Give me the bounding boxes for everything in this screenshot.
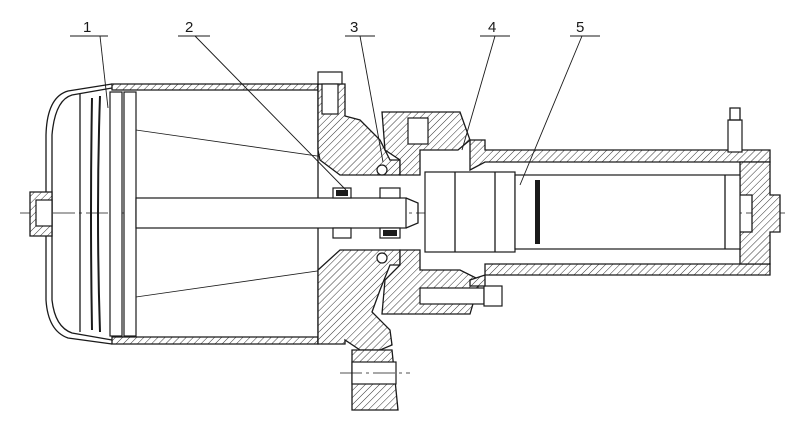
- leader-lines: [70, 35, 600, 191]
- piston-plate: [79, 91, 381, 337]
- piston-rod: [135, 197, 419, 229]
- end-cap: [29, 83, 113, 345]
- callout-5: 5: [576, 19, 584, 36]
- seals: [332, 164, 401, 264]
- actuator-cylinder: [424, 107, 781, 287]
- callout-labels: 1 2 3 4 5: [83, 19, 584, 36]
- callout-3: 3: [350, 19, 358, 36]
- callout-1: 1: [83, 19, 91, 36]
- bolts: [317, 71, 503, 307]
- callout-2: 2: [185, 19, 193, 36]
- callout-4: 4: [488, 19, 496, 36]
